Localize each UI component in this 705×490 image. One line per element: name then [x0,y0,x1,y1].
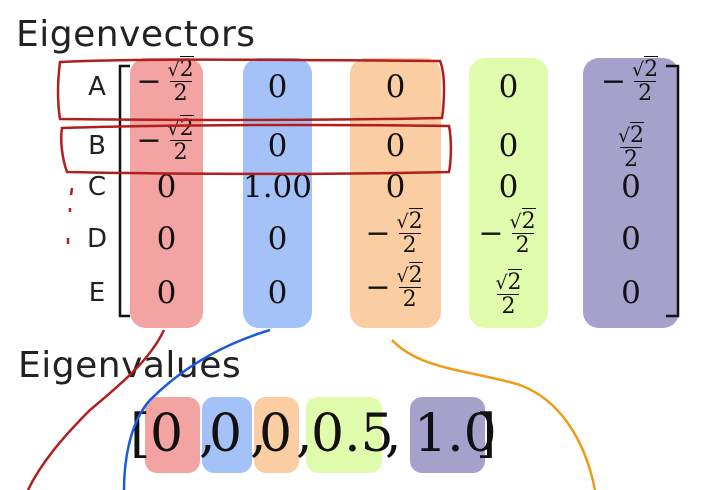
matrix-cell: 0 [267,69,288,105]
matrix-cell: 0 [267,221,288,257]
matrix-cell: 0 [498,69,519,105]
row-a-highlight-box [56,58,446,122]
eigenvalue-separator: , [385,404,402,464]
eigenvalue-separator: , [199,404,216,464]
matrix-cell: 1.00 [242,169,313,205]
matrix-cell: 0 [498,169,519,205]
red-connector-curve [26,329,166,490]
eigenvalue-highlight-red [145,397,200,473]
eigenvalue-separator: , [296,404,313,464]
matrix-cell: 0 [621,275,641,311]
matrix-cell: 0 [621,221,641,257]
row-label-a: A [88,72,106,102]
eigenvalue-1: 0 [150,404,184,464]
matrix-cell: 0 [621,169,641,205]
eigenvalue-separator: , [250,404,267,464]
row-label-c: C [87,172,107,202]
eigenvalue-3: 0 [259,404,293,464]
eigenvalue-highlight-green [306,397,382,473]
matrix-cell: 0 [498,128,519,164]
row-b-highlight-box [59,123,453,176]
matrix-cell: 0 [156,169,177,205]
annotation-mark [69,187,74,196]
eigenvalue-close-bracket: ] [476,404,497,464]
eigenvector-column-orange [350,58,441,328]
eigenvalue-4: 0.5 [311,404,394,464]
eigenvalue-2: 0 [209,404,243,464]
matrix-cell: 0 [385,169,406,205]
matrix-right-bracket [666,64,680,318]
eigenvector-column-red [130,58,203,328]
orange-connector-curve [391,339,597,490]
row-label-b: B [88,131,106,161]
matrix-cell: 0 [156,221,177,257]
matrix-cell: 0 [267,128,288,164]
eigenvector-column-purple [583,58,679,328]
eigenvalue-highlight-purple [410,397,485,473]
eigenvalue-5: 1.0 [414,404,497,464]
eigenvalue-open-bracket: [ [130,404,151,464]
row-label-d: D [86,224,108,254]
matrix-cell: 0 [385,128,406,164]
matrix-cell: 0 [156,275,177,311]
blue-connector-curve [122,328,271,490]
eigenvalue-highlight-orange [254,397,299,473]
eigenvector-column-blue [243,58,312,328]
matrix-left-bracket [118,64,130,318]
row-label-e: E [88,278,106,308]
eigenvector-column-green [469,58,548,328]
matrix-cell: 0 [385,69,406,105]
eigenvalues-heading: Eigenvalues [18,345,242,386]
eigenvectors-heading: Eigenvectors [16,14,256,55]
eigenvalue-highlight-blue [202,397,252,473]
matrix-cell: 0 [267,275,288,311]
